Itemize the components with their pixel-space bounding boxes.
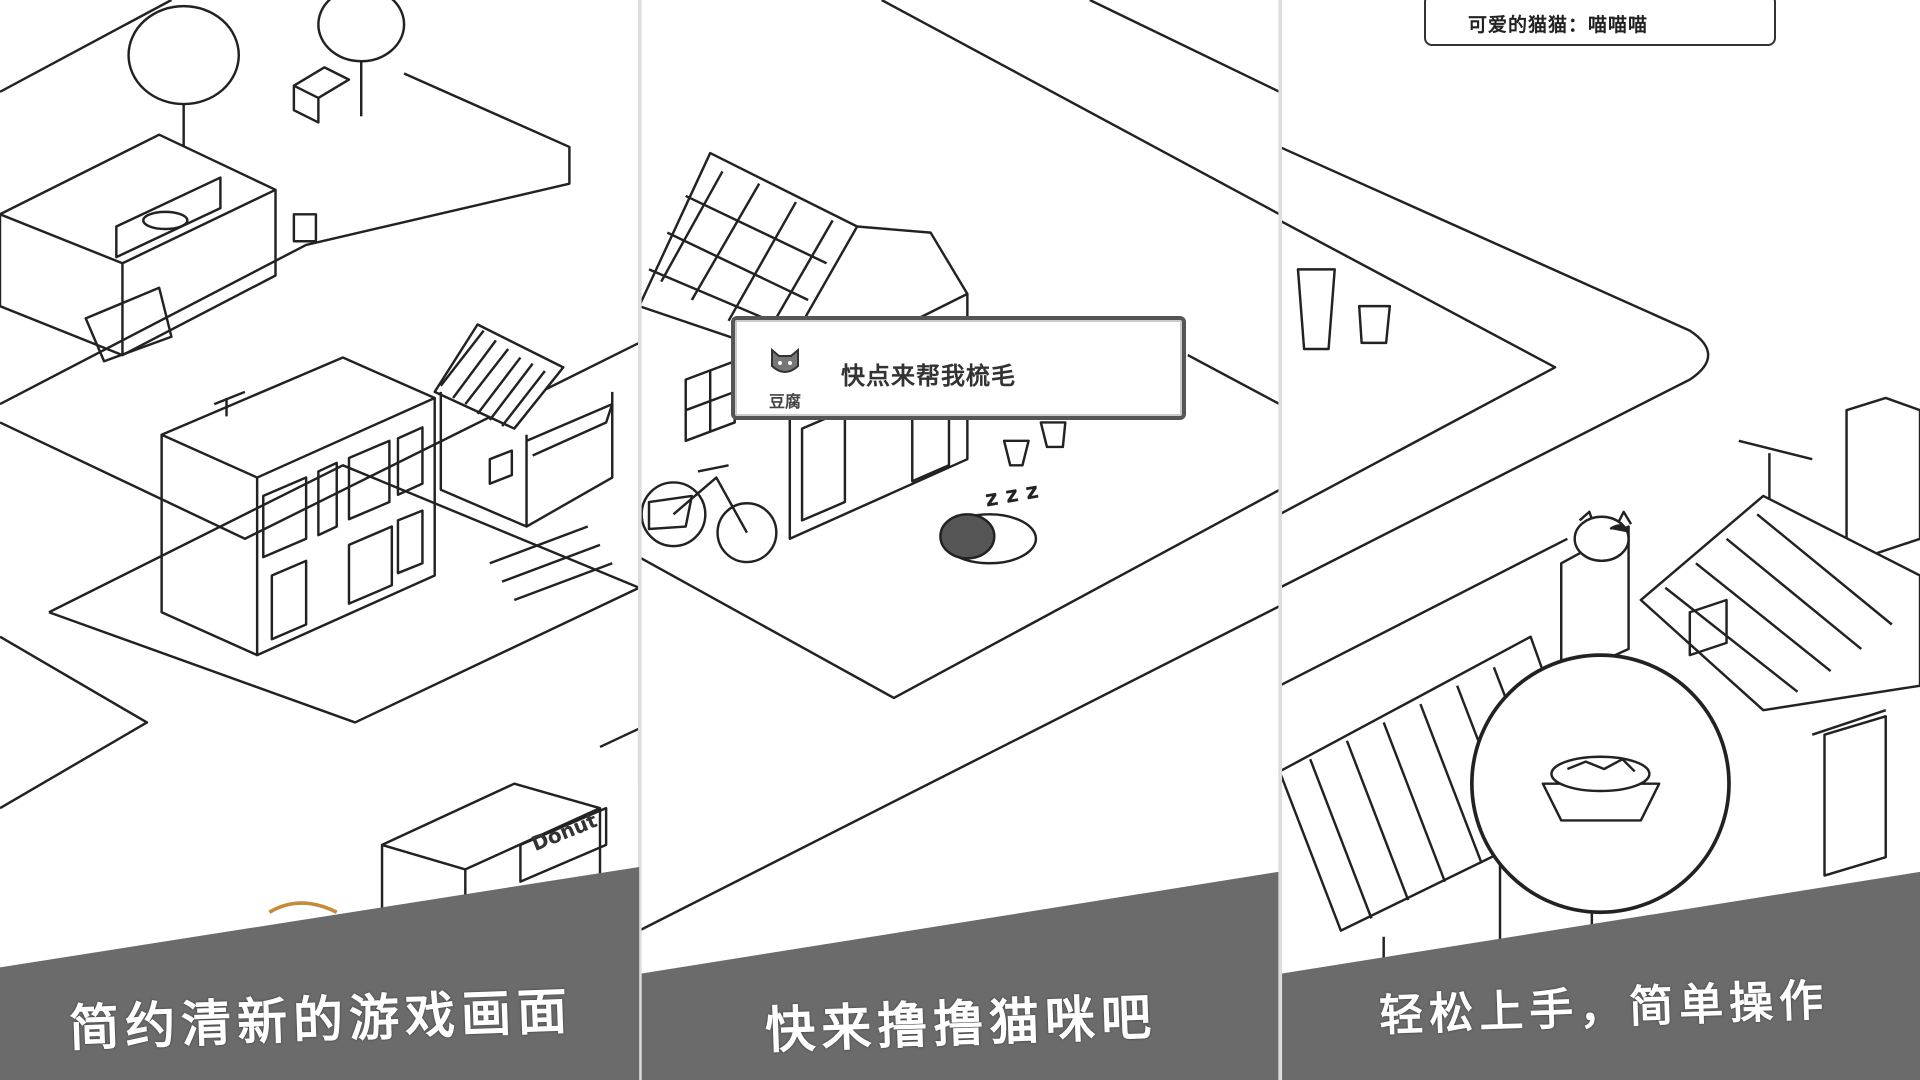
cat-name: 豆腐: [769, 392, 802, 411]
panel-1-town: [0, 0, 641, 980]
dialog-message: 快点来帮我梳毛: [841, 362, 1016, 390]
speech-bubble-text: 可爱的猫猫：喵喵喵: [1468, 14, 1649, 36]
panel-3-rooftops: [1278, 145, 1920, 980]
panel-2-house: [637, 0, 1281, 932]
cat-avatar-icon: [771, 347, 799, 373]
caption-panel-2: 快来撸撸猫咪吧: [764, 988, 1159, 1060]
cat-dialog[interactable]: 豆腐 快点来帮我梳毛: [731, 316, 1186, 420]
caption-band-3: [1282, 871, 1920, 1080]
caption-band-1: [0, 866, 640, 1080]
caption-band-2: [641, 871, 1279, 1080]
speech-bubble: 可爱的猫猫：喵喵喵: [1424, 0, 1776, 46]
